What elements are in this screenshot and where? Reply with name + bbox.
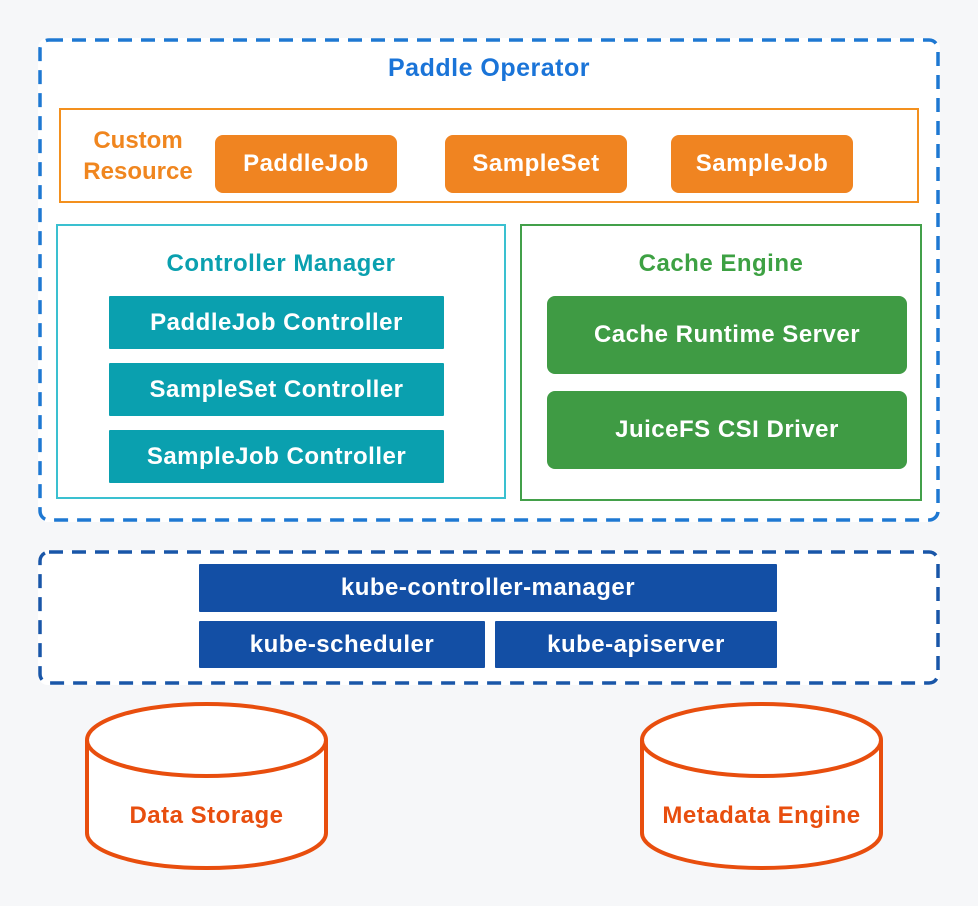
paddle-operator-title: Paddle Operator (388, 54, 590, 82)
database-cylinder-icon (640, 702, 883, 870)
cache-engine-box: Cache Engine Cache Runtime Server JuiceF… (520, 224, 922, 501)
metadata-engine-label: Metadata Engine (662, 802, 861, 829)
controller-manager-box: Controller Manager PaddleJob Controller … (56, 224, 506, 499)
paddle-operator-group: Paddle Operator Custom Resource PaddleJo… (38, 38, 940, 522)
node-paddlejob-controller: PaddleJob Controller (109, 296, 444, 349)
node-sampleset: SampleSet (445, 135, 627, 193)
node-samplejob-controller: SampleJob Controller (109, 430, 444, 483)
controller-manager-title: Controller Manager (166, 250, 396, 277)
database-cylinder-icon (85, 702, 328, 870)
custom-resource-label: Custom Resource (83, 126, 193, 185)
node-kube-apiserver: kube-apiserver (495, 621, 777, 668)
node-juicefs-csi-driver: JuiceFS CSI Driver (547, 391, 907, 469)
node-sampleset-controller: SampleSet Controller (109, 363, 444, 416)
node-cache-runtime-server: Cache Runtime Server (547, 296, 907, 374)
metadata-engine-cylinder: Metadata Engine (638, 700, 885, 872)
kubernetes-group: kube-controller-manager kube-scheduler k… (38, 550, 940, 685)
custom-resource-box: Custom Resource PaddleJob SampleSet Samp… (59, 108, 919, 203)
node-paddlejob: PaddleJob (215, 135, 397, 193)
cache-engine-title: Cache Engine (638, 250, 804, 277)
data-storage-label: Data Storage (129, 802, 284, 829)
node-kube-controller-manager: kube-controller-manager (199, 564, 777, 612)
node-samplejob: SampleJob (671, 135, 853, 193)
data-storage-cylinder: Data Storage (83, 700, 330, 872)
node-kube-scheduler: kube-scheduler (199, 621, 485, 668)
